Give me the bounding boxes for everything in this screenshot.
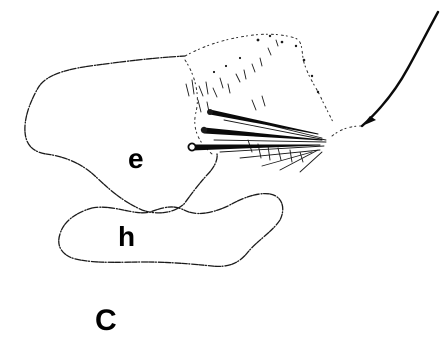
label-h: h	[118, 221, 135, 252]
appendage-thin	[332, 126, 362, 136]
lobe-e-outline	[25, 56, 217, 213]
dorsal-margin	[185, 34, 334, 124]
panel-letter: C	[95, 304, 117, 337]
fine-hairs	[214, 112, 326, 172]
stipple-group	[186, 35, 319, 162]
bristle-socket	[188, 143, 195, 150]
appendage-hook	[362, 116, 376, 126]
lobe-h-outline	[59, 194, 283, 267]
bristle-group	[188, 109, 322, 151]
appendage	[362, 12, 438, 126]
label-e: e	[128, 143, 144, 174]
